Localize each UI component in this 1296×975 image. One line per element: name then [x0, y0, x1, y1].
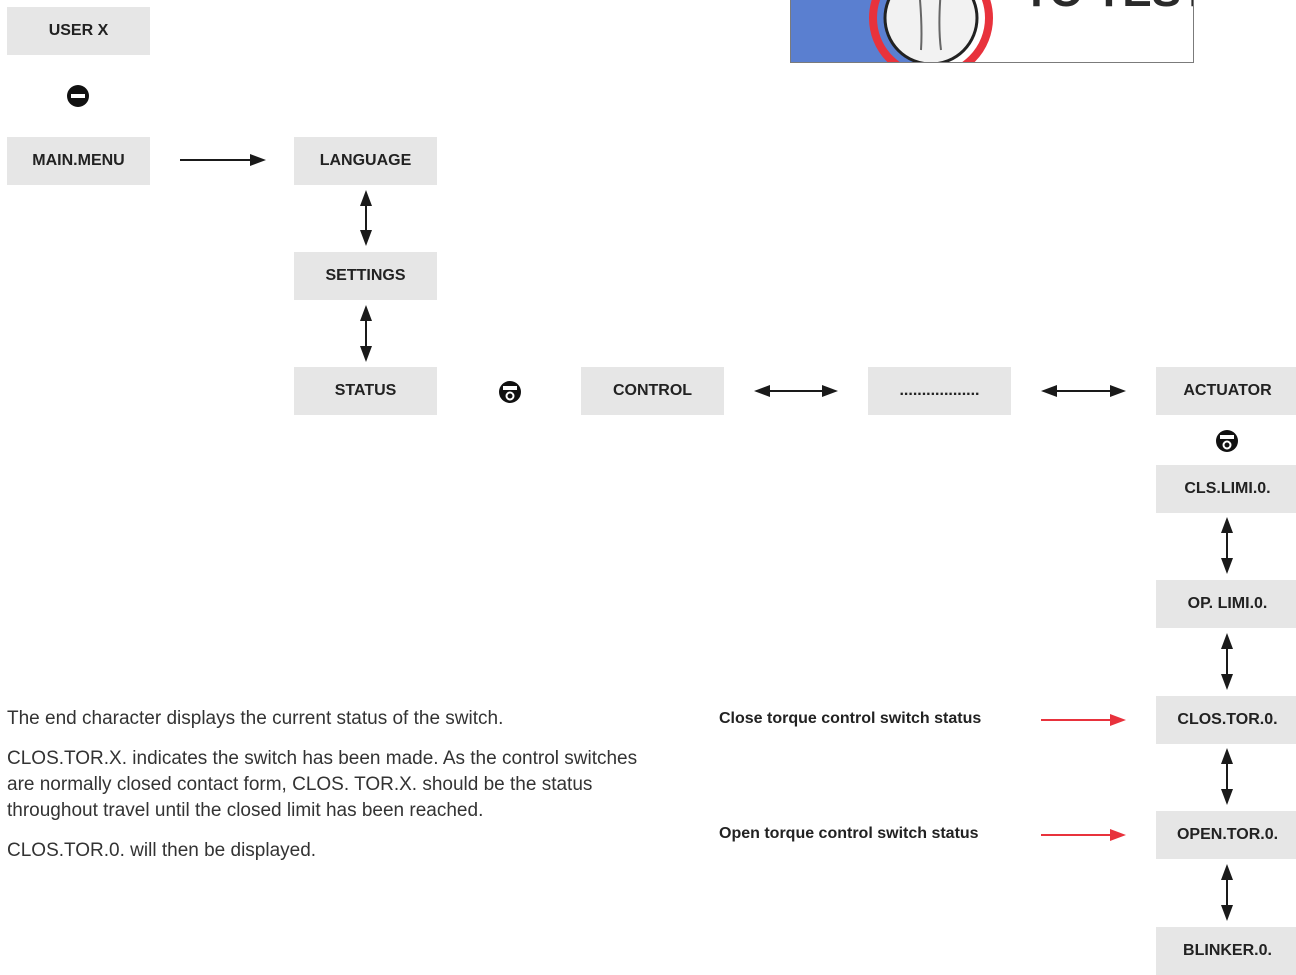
vertical-double-arrow: [1221, 633, 1233, 690]
description-paragraph: CLOS.TOR.X. indicates the switch has bee…: [7, 748, 638, 821]
user-x-box[interactable]: USER X: [7, 7, 150, 55]
clos-tor-box[interactable]: CLOS.TOR.0.: [1156, 696, 1296, 744]
vertical-double-arrow: [360, 190, 372, 246]
vertical-double-arrow: [1221, 748, 1233, 805]
actuator-box[interactable]: ACTUATOR: [1156, 367, 1296, 415]
ellipsis-box[interactable]: ..................: [868, 367, 1011, 415]
close-torque-label: Close torque control switch status: [719, 710, 982, 727]
vertical-double-arrow: [1221, 864, 1233, 921]
horizontal-double-arrow: [1041, 385, 1126, 397]
cls-limi-box[interactable]: CLS.LIMI.0.: [1156, 465, 1296, 513]
main-menu-box[interactable]: MAIN.MENU: [7, 137, 150, 185]
setting-knob-icon: [499, 381, 521, 403]
open-torque-label: Open torque control switch status: [719, 825, 979, 842]
description: The end character displays the current s…: [7, 706, 647, 878]
blinker-box[interactable]: BLINKER.0.: [1156, 927, 1296, 975]
right-arrow: [180, 154, 266, 166]
setting-knob-icon: [1216, 430, 1238, 452]
device-photo: TO TEST: [790, 0, 1194, 63]
horizontal-double-arrow: [754, 385, 838, 397]
language-box[interactable]: LANGUAGE: [294, 137, 437, 185]
photo-text: TO TEST: [1023, 0, 1193, 16]
description-paragraph: CLOS.TOR.0. will then be displayed.: [7, 840, 317, 861]
op-limi-box[interactable]: OP. LIMI.0.: [1156, 580, 1296, 628]
open-tor-box[interactable]: OPEN.TOR.0.: [1156, 811, 1296, 859]
vertical-double-arrow: [360, 305, 372, 362]
status-box[interactable]: STATUS: [294, 367, 437, 415]
settings-box[interactable]: SETTINGS: [294, 252, 437, 300]
vertical-double-arrow: [1221, 517, 1233, 574]
control-box[interactable]: CONTROL: [581, 367, 724, 415]
description-paragraph: The end character displays the current s…: [7, 708, 504, 729]
red-pointer-arrow: [1041, 714, 1126, 726]
minus-circle-icon: [67, 85, 89, 107]
red-pointer-arrow: [1041, 829, 1126, 841]
